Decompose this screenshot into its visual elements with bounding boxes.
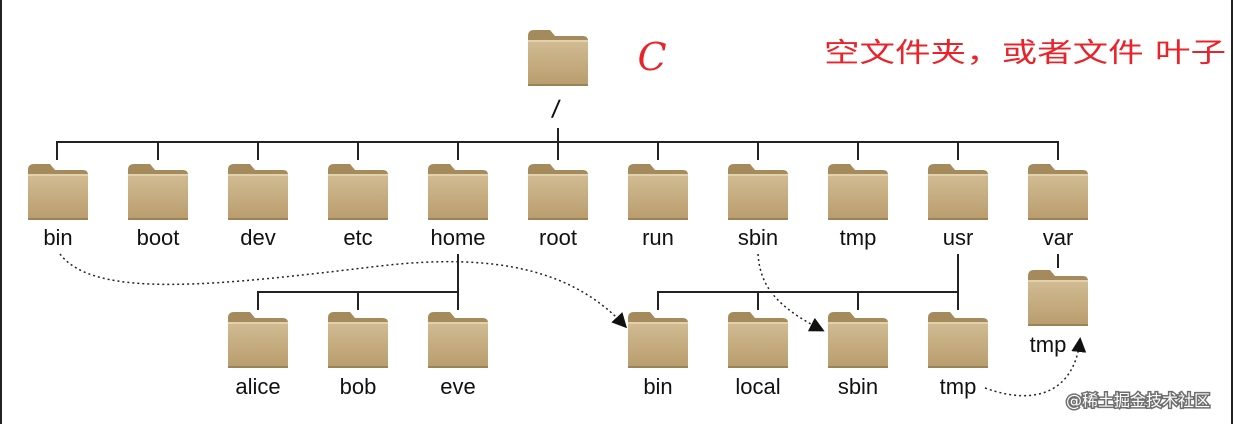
folder-run-icon [628, 164, 688, 220]
level1-labels: bin boot dev etc home root run sbin tmp … [43, 225, 1073, 250]
folder-label-etc: etc [343, 225, 372, 250]
root-label: / [550, 94, 562, 125]
folder-usr-bin-icon [628, 312, 688, 368]
tree-connectors [56, 128, 1059, 310]
folder-label-var: var [1043, 225, 1074, 250]
folder-usr-icon [928, 164, 988, 220]
watermark-text: @稀土掘金技术社区 [1066, 391, 1210, 410]
left-border [0, 0, 2, 424]
annotation-note: 空文件夹，或者文件 叶子 [824, 38, 1226, 69]
folder-label-bob: bob [340, 374, 377, 399]
folder-label-tmp: tmp [840, 225, 877, 250]
folder-boot-icon [128, 164, 188, 220]
bin-link-arrow [59, 253, 628, 329]
usr-children: bin local sbin tmp [628, 312, 988, 399]
folder-label-run: run [642, 225, 674, 250]
folder-label-sbin: sbin [738, 225, 778, 250]
folder-eve-icon [428, 312, 488, 368]
folder-label-eve: eve [440, 374, 475, 399]
folder-label-home: home [430, 225, 485, 250]
folder-label-root: root [539, 225, 577, 250]
folder-var-tmp-icon [1028, 270, 1088, 326]
folder-usr-tmp-icon [928, 312, 988, 368]
symlink-arrows [59, 253, 1087, 397]
folder-label-usr-sbin: sbin [838, 374, 878, 399]
var-children: tmp [1028, 270, 1088, 357]
folder-dev-icon [228, 164, 288, 220]
folder-label-usr: usr [943, 225, 974, 250]
folder-alice-icon [228, 312, 288, 368]
folder-etc-icon [328, 164, 388, 220]
usr-children-bus [657, 291, 959, 310]
level1-folders [28, 164, 1088, 220]
right-border [1231, 0, 1233, 424]
folder-tmp-icon [828, 164, 888, 220]
folder-label-usr-tmp: tmp [940, 374, 977, 399]
folder-label-var-tmp: tmp [1030, 332, 1067, 357]
folder-label-bin: bin [43, 225, 72, 250]
folder-sbin-icon [728, 164, 788, 220]
folder-var-icon [1028, 164, 1088, 220]
folder-label-boot: boot [137, 225, 180, 250]
root-folder-icon [528, 30, 588, 86]
folder-usr-local-icon [728, 312, 788, 368]
home-children-bus [257, 291, 459, 310]
folder-home-icon [428, 164, 488, 220]
annotation-mark: C [637, 35, 666, 79]
folder-label-dev: dev [240, 225, 275, 250]
folder-bob-icon [328, 312, 388, 368]
home-children: alice bob eve [228, 312, 488, 399]
folder-root-icon [528, 164, 588, 220]
level1-drops [157, 142, 959, 160]
folder-usr-sbin-icon [828, 312, 888, 368]
folder-label-usr-bin: bin [643, 374, 672, 399]
folder-label-usr-local: local [735, 374, 780, 399]
folder-bin-icon [28, 164, 88, 220]
folder-label-alice: alice [235, 374, 280, 399]
